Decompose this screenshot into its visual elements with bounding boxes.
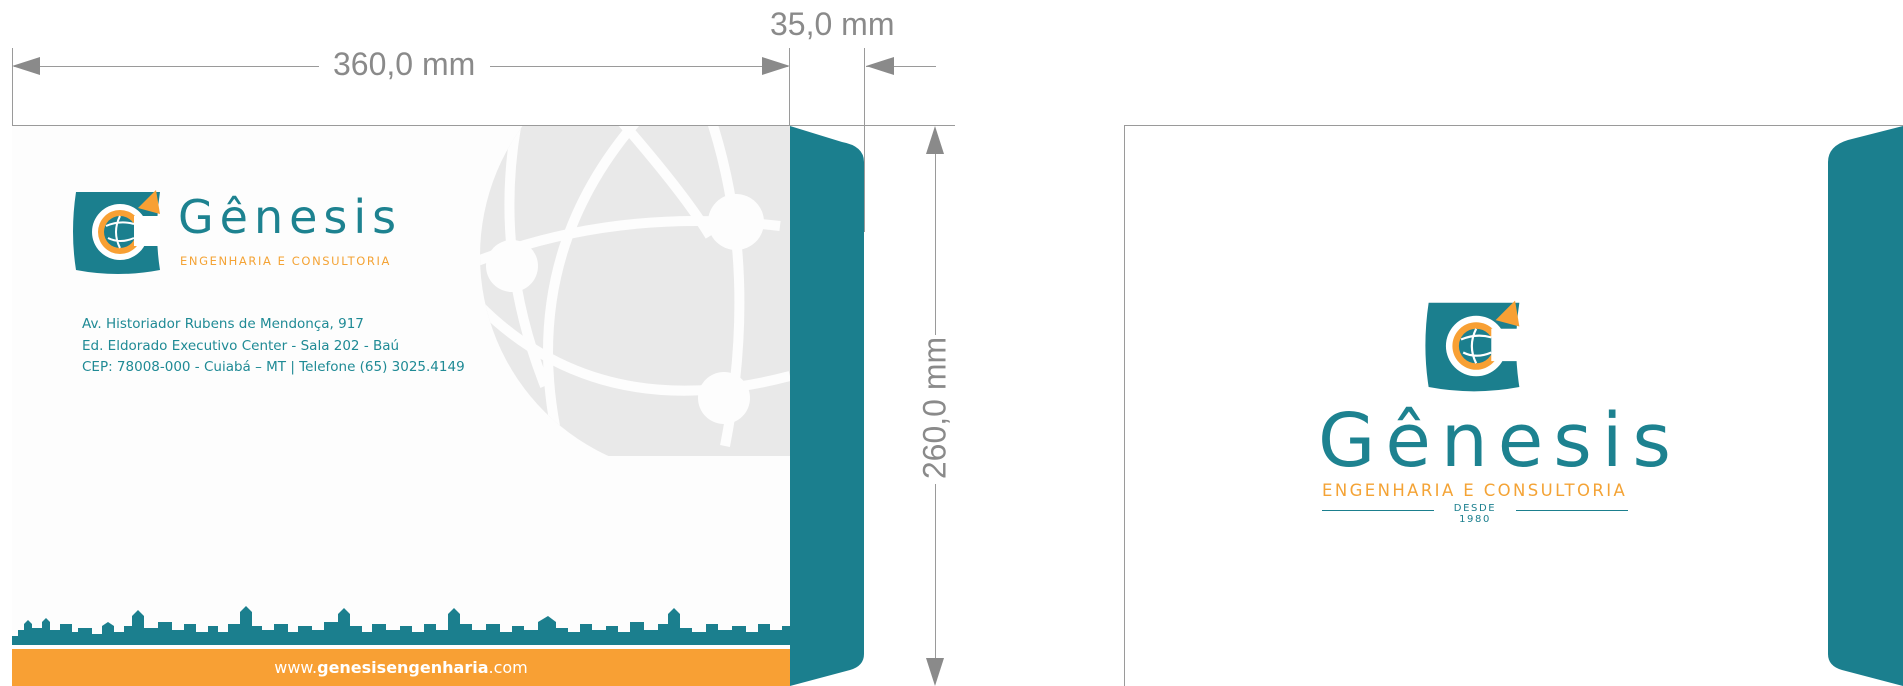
height-arrow-line-top bbox=[935, 150, 936, 335]
genesis-logo-icon bbox=[73, 190, 160, 274]
since-line-left bbox=[1322, 510, 1434, 511]
brand-tagline: ENGENHARIA E CONSULTORIA bbox=[180, 254, 391, 268]
website-suffix: .com bbox=[488, 658, 528, 677]
flap-arrow-head bbox=[866, 57, 894, 75]
address-line-3: CEP: 78008-000 - Cuiabá – MT | Telefone … bbox=[82, 359, 465, 375]
flap-guide-line-right bbox=[864, 48, 865, 232]
brand-tagline-large: ENGENHARIA E CONSULTORIA bbox=[1322, 481, 1628, 500]
back-left-edge-line bbox=[1124, 125, 1125, 686]
height-arrow-bottom-head bbox=[926, 658, 944, 686]
address-line-1: Av. Historiador Rubens de Mendonça, 917 bbox=[82, 316, 364, 332]
height-arrow-top-head bbox=[926, 126, 944, 154]
envelope-flap-left bbox=[790, 126, 864, 686]
website-url-bar: www.genesisengenharia.com bbox=[12, 649, 790, 686]
city-skyline-graphic bbox=[12, 606, 790, 650]
brand-name: Gênesis bbox=[178, 190, 403, 244]
brand-since: DESDE 1980 bbox=[1453, 503, 1497, 525]
genesis-logo-large-icon bbox=[1425, 300, 1520, 392]
flap-arrow-line bbox=[866, 66, 936, 67]
back-top-edge-line bbox=[1124, 125, 1903, 126]
website-prefix: www. bbox=[274, 658, 318, 677]
width-dimension-label: 360,0 mm bbox=[333, 46, 476, 82]
envelope-front-panel: Gênesis ENGENHARIA E CONSULTORIA Av. His… bbox=[12, 126, 790, 686]
globe-watermark-icon bbox=[480, 126, 790, 456]
skyline-divider bbox=[12, 645, 790, 649]
address-line-2: Ed. Eldorado Executivo Center - Sala 202… bbox=[82, 338, 400, 354]
width-arrow-left-head bbox=[12, 57, 40, 75]
website-domain: genesisengenharia bbox=[317, 658, 489, 677]
height-arrow-line-bottom bbox=[935, 484, 936, 664]
top-edge-line bbox=[12, 125, 955, 126]
since-line-right bbox=[1516, 510, 1628, 511]
top-left-guide-line bbox=[12, 48, 13, 126]
height-dimension-label: 260,0 mm bbox=[916, 336, 953, 480]
envelope-flap-right bbox=[1828, 126, 1903, 686]
width-arrow-right-head bbox=[762, 57, 790, 75]
brand-name-large: Gênesis bbox=[1318, 398, 1681, 484]
flap-guide-line-left bbox=[789, 48, 790, 126]
width-arrow-line-right bbox=[490, 66, 788, 67]
width-arrow-line-left bbox=[14, 66, 319, 67]
flap-dimension-label: 35,0 mm bbox=[770, 6, 895, 42]
